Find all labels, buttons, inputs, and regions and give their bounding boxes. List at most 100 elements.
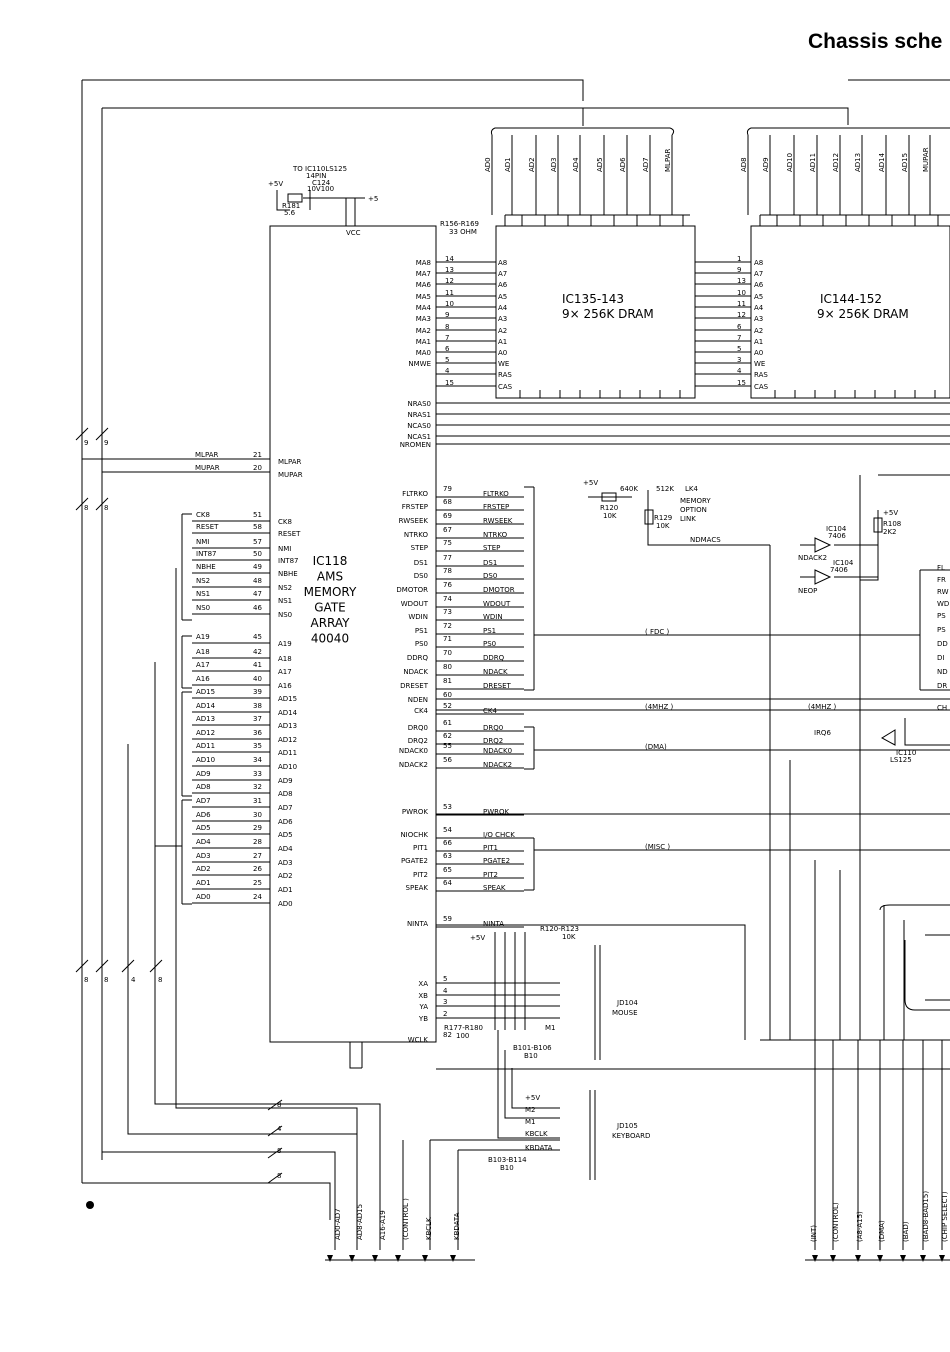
ic104a-type: 7406 — [828, 532, 846, 540]
dram1-pin-number: 14 — [445, 255, 454, 263]
right-edge-label: FR — [937, 576, 946, 584]
dram1-data-label: AD0 — [484, 157, 492, 172]
dram1-ref: IC135-143 — [562, 292, 624, 306]
ras-signal-name: NROMEN — [400, 441, 431, 449]
ic118-left-pin-name: AD13 — [278, 722, 297, 730]
right-edge-label: PS — [937, 612, 946, 620]
right-edge-label: PS — [937, 626, 946, 634]
dram2-pin-number: 10 — [737, 289, 746, 297]
link-wires — [588, 490, 770, 546]
dram1-pin-number: 8 — [445, 323, 449, 331]
dram1-pin-name: A6 — [498, 281, 508, 289]
4mhz-bus-label-2: (4MHZ ) — [808, 703, 837, 711]
ic118-right-pin-name: DDRQ — [407, 654, 429, 662]
ic118-vcc: VCC — [346, 229, 361, 237]
left-signal-label: A16 — [196, 675, 210, 683]
dram2-pin-number: 12 — [737, 311, 746, 319]
dram2-data-bus — [746, 127, 950, 136]
left-signal-label: AD1 — [196, 879, 211, 887]
right-edge-label: ND — [937, 668, 948, 676]
dram2-data-label: AD9 — [762, 157, 770, 172]
ic118-right-pin-name: WDIN — [408, 613, 428, 621]
bottom-bus-slashes — [267, 1099, 283, 1184]
dram1-data-label: AD1 — [504, 157, 512, 172]
right-signal-label: DRESET — [483, 682, 512, 690]
ras-signal-name: NCAS0 — [407, 422, 431, 430]
bus-width-number: 8 — [104, 504, 108, 512]
dram2-desc: 9× 256K DRAM — [817, 307, 909, 321]
dram1-pin-name: A0 — [498, 349, 507, 357]
ic118-left-pin-name: AD12 — [278, 736, 297, 744]
dram1-data-label: AD2 — [528, 157, 536, 172]
left-signal-label: RESET — [196, 523, 219, 531]
ic118-left-pin-name: AD6 — [278, 818, 293, 826]
ad0-ad7-bracket — [181, 799, 192, 905]
keyboard-signal-label: +5V — [525, 1094, 540, 1102]
left-signal-label: AD8 — [196, 783, 211, 791]
ic104b-ref: IC104 — [833, 559, 854, 567]
link-r120: R120 — [600, 504, 618, 512]
bus-width-number: 8 — [277, 1172, 281, 1180]
left-pin-number: 58 — [253, 523, 262, 531]
ic118-left-pin-name: AD11 — [278, 749, 297, 757]
left-pin-number: 26 — [253, 865, 262, 873]
dram1-pin-name: RAS — [498, 371, 512, 379]
top-bus-line-2 — [102, 107, 849, 125]
left-pin-number: 35 — [253, 742, 262, 750]
dram1-data-label: AD5 — [596, 157, 604, 172]
keyboard-wires — [497, 1030, 560, 1139]
ninta-line — [436, 924, 746, 1040]
ic118-label-line: MEMORY — [304, 585, 357, 599]
r181-body — [287, 193, 303, 203]
right-signal-label: FRSTEP — [483, 503, 509, 511]
left-signal-label: A17 — [196, 661, 210, 669]
ic118-left-pin-name: CK8 — [278, 518, 292, 526]
dram2-pin-name: CAS — [754, 383, 769, 391]
right-signal-label: PS0 — [483, 640, 496, 648]
right-signal-label: DS0 — [483, 572, 497, 580]
dram2-data-label: MUPAR — [922, 147, 930, 172]
right-pin-number: 69 — [443, 512, 452, 520]
link-r120v: 10K — [603, 512, 617, 520]
right-pin-number: 4 — [443, 987, 448, 995]
right-signal-label: RWSEEK — [483, 517, 513, 525]
ic118-left-pin-name: AD8 — [278, 790, 293, 798]
ic118-right-pin-name: FRSTEP — [402, 503, 428, 511]
ic104-buffer-a — [814, 537, 832, 553]
fdc-bracket — [524, 486, 535, 691]
ic118-label-line: ARRAY — [310, 616, 350, 630]
dram2-body — [750, 225, 950, 399]
dram1-pin-number: 6 — [445, 345, 450, 353]
ic118-right-pin-name: DRESET — [400, 682, 429, 690]
ic118-right-pin-name: PGATE2 — [401, 857, 428, 865]
mem-signal-name: MA0 — [416, 349, 431, 357]
bottom-bus-label: A16-A19 — [379, 1210, 387, 1240]
left-pin-number: 47 — [253, 590, 262, 598]
p5v-label: +5V — [268, 180, 283, 188]
dram2-data-stubs — [747, 135, 931, 215]
fdc-bus-label: ( FDC ) — [645, 628, 669, 636]
dram2-pin-number: 7 — [737, 334, 741, 342]
keyboard-signal-label: KBCLK — [525, 1130, 548, 1138]
ic118-label-line: IC118 — [313, 554, 348, 568]
link-512k: 512K — [656, 485, 674, 493]
ic118-right-pin-name: PIT1 — [413, 844, 428, 852]
left-signal-label: NMI — [196, 538, 209, 546]
left-pin-number: 41 — [253, 661, 262, 669]
ras-signal-name: NRAS1 — [407, 411, 431, 419]
ic110-buffer — [880, 729, 896, 746]
left-signal-label: A18 — [196, 648, 210, 656]
mem-signal-name: MA3 — [416, 315, 431, 323]
bottom-right-buses — [814, 1040, 943, 1250]
left-pin-number: 20 — [253, 464, 262, 472]
ic118-label-line: AMS — [317, 570, 343, 584]
neop-label: NEOP — [798, 587, 817, 595]
right-signal-label: PIT2 — [483, 871, 498, 879]
left-signal-label: AD14 — [196, 702, 216, 710]
ic118-right-pin-name: DRQ2 — [408, 737, 428, 745]
left-signal-label: A19 — [196, 633, 210, 641]
right-bus-vertical — [760, 545, 950, 1041]
4mhz-bus-label: (4MHZ ) — [645, 703, 674, 711]
mouse-resistors — [494, 932, 526, 1030]
